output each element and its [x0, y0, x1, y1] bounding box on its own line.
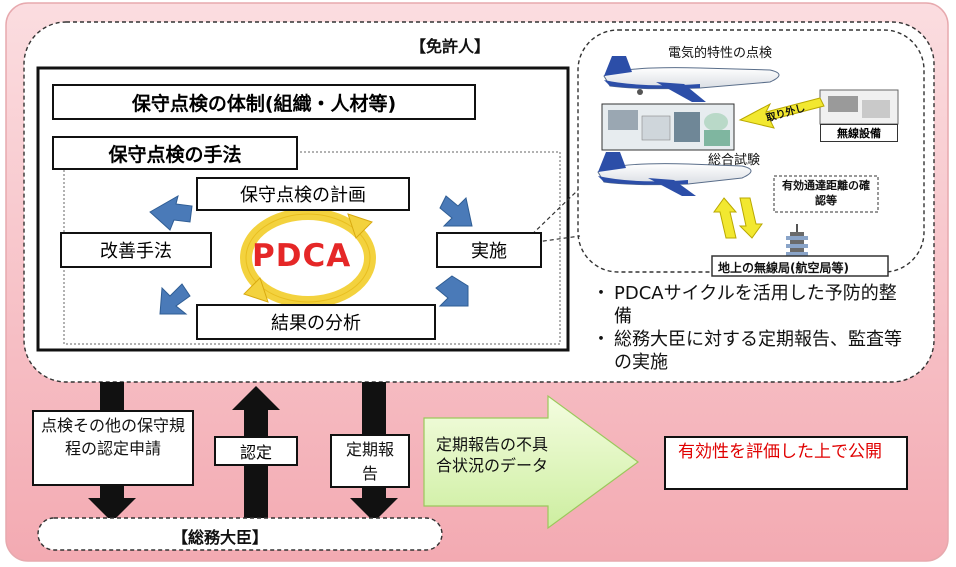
licensee-label: 【免許人】	[410, 37, 491, 56]
signal-arrow-down-icon	[738, 197, 763, 239]
pdca-do-box: 実施	[436, 232, 542, 268]
airplane-icon	[597, 152, 752, 196]
remove-arrow-icon	[738, 97, 825, 129]
arrow-do-to-check	[435, 275, 469, 307]
publish-label: 有効性を評価した上で公開	[678, 442, 882, 462]
certification-label: 認定	[239, 443, 272, 462]
bullet-list: ・ PDCAサイクルを活用した予防的整備 ・ 総務大臣に対する定期報告、監査等の…	[592, 282, 910, 374]
application-label: 点検その他の保守規程の認定申請	[40, 416, 185, 458]
pdca-check: 結果の分析	[271, 313, 361, 334]
pdca-cycle-icon	[240, 208, 376, 308]
radio-equipment-box: 無線設備	[820, 124, 898, 142]
callout-line-top	[521, 189, 579, 245]
method-title-box: 保守点検の手法	[52, 136, 298, 170]
pdca-check-box: 結果の分析	[196, 304, 436, 340]
minister-pill	[37, 517, 443, 551]
arrow-act-to-plan	[149, 194, 193, 231]
bullet-text: 総務大臣に対する定期報告、監査等の実施	[614, 329, 902, 373]
airplane-icon	[603, 56, 780, 102]
bullet-item: ・ 総務大臣に対する定期報告、監査等の実施	[592, 328, 910, 374]
pdca-do: 実施	[471, 241, 507, 262]
bullet-item: ・ PDCAサイクルを活用した予防的整備	[592, 282, 910, 328]
pdca-plan: 保守点検の計画	[240, 185, 366, 206]
pdca-center-label: PDCA	[252, 238, 352, 274]
ground-station-icon	[786, 224, 808, 258]
data-arrow	[423, 394, 640, 530]
pdca-act-box: 改善手法	[60, 232, 212, 268]
system-title: 保守点検の体制(組織・人材等)	[131, 92, 397, 115]
publish-box: 有効性を評価した上で公開	[664, 436, 908, 490]
ground-station-box	[711, 255, 889, 277]
range-check-label: 有効通達距離の確認等	[782, 179, 870, 207]
radio-equipment-icon	[819, 89, 899, 125]
signal-arrow-up-icon	[713, 197, 738, 239]
pdca-act: 改善手法	[100, 241, 172, 262]
method-title: 保守点検の手法	[108, 143, 242, 166]
periodic-report-label: 定期報告	[345, 440, 394, 483]
ground-station-label: 地上の無線局(航空局等)	[718, 261, 849, 275]
inspection-photo	[601, 103, 735, 151]
arrow-plan-to-do	[439, 195, 473, 227]
system-title-box: 保守点検の体制(組織・人材等)	[52, 84, 476, 120]
bullet-text: PDCAサイクルを活用した予防的整備	[614, 283, 897, 327]
application-box: 点検その他の保守規程の認定申請	[32, 410, 194, 486]
certification-box: 認定	[214, 436, 298, 466]
electrical-check-label: 電気的特性の点検	[668, 46, 773, 61]
range-check-box	[773, 175, 879, 213]
pdca-plan-box: 保守点検の計画	[196, 177, 410, 211]
radio-equipment-label: 無線設備	[837, 127, 881, 140]
data-arrow-label: 定期報告の不具合状況のデータ	[436, 435, 549, 475]
arrow-check-to-act	[159, 283, 191, 315]
periodic-report-box: 定期報告	[330, 434, 410, 488]
minister-label: 【総務大臣】	[172, 528, 269, 547]
integrated-test-label: 総合試験	[708, 153, 761, 168]
